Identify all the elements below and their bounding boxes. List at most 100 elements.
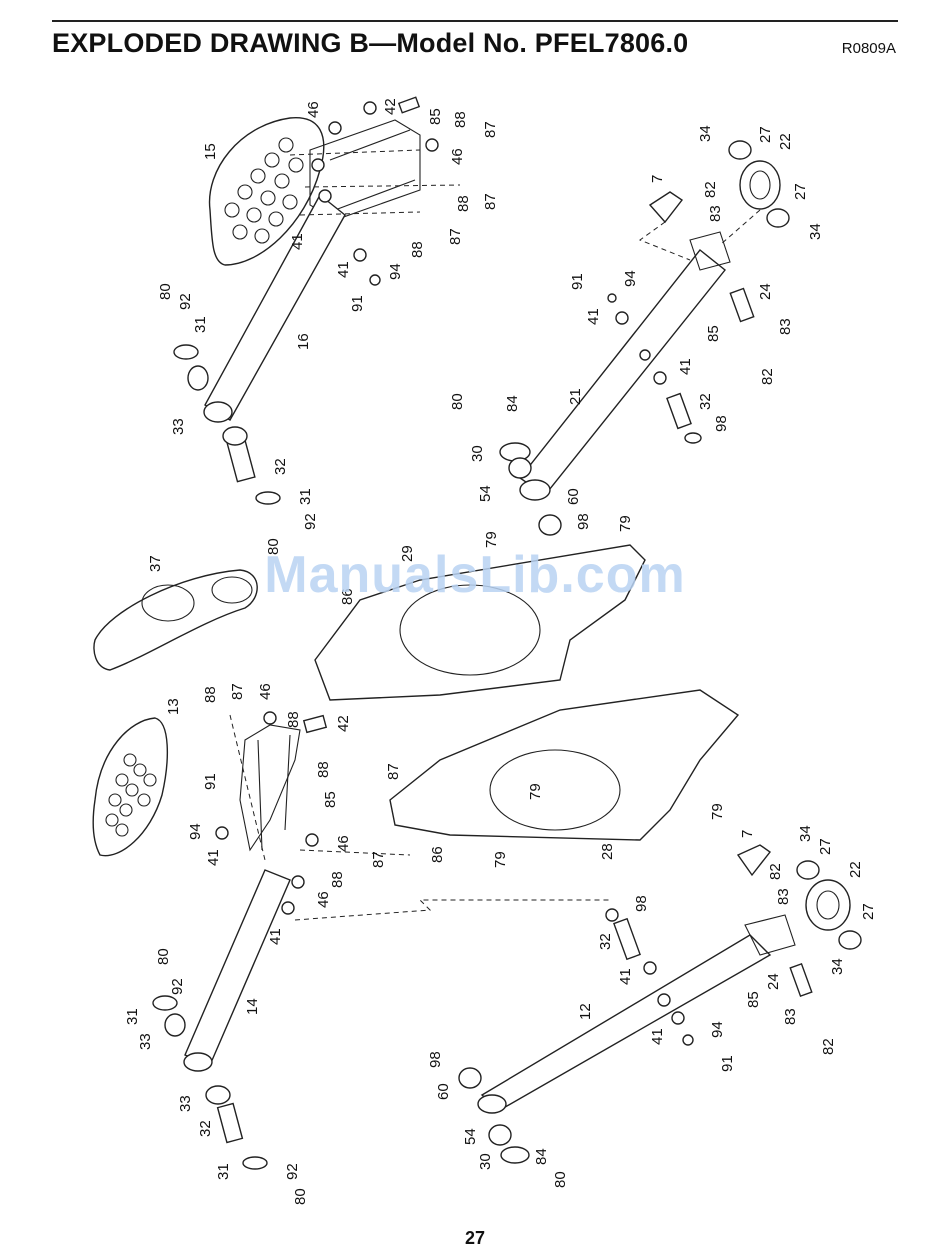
callout-label: 54 [462, 1128, 479, 1145]
callout-label: 91 [349, 295, 366, 312]
callout-label: 98 [575, 513, 592, 530]
callout-label: 87 [370, 851, 387, 868]
upper-left-arm-assembly [173, 96, 461, 505]
callout-label: 83 [782, 1008, 799, 1025]
callout-label: 82 [820, 1038, 837, 1055]
callout-label: 27 [860, 903, 877, 920]
callout-label: 87 [447, 228, 464, 245]
callout-label: 91 [569, 273, 586, 290]
callout-label: 46 [449, 148, 466, 165]
callout-label: 14 [244, 998, 261, 1015]
callout-label: 34 [697, 125, 714, 142]
callout-label: 92 [302, 513, 319, 530]
callout-labels: 15 46 42 85 88 87 46 88 87 41 88 87 41 9… [124, 98, 877, 1205]
callout-label: 32 [272, 458, 289, 475]
callout-label: 82 [702, 181, 719, 198]
callout-label: 86 [339, 588, 356, 605]
callout-label: 79 [617, 515, 634, 532]
callout-label: 30 [477, 1153, 494, 1170]
callout-label: 15 [202, 143, 219, 160]
callout-label: 31 [215, 1163, 232, 1180]
callout-label: 34 [807, 223, 824, 240]
callout-label: 82 [767, 863, 784, 880]
callout-label: 32 [697, 393, 714, 410]
callout-label: 88 [329, 871, 346, 888]
callout-label: 41 [205, 849, 222, 866]
callout-label: 31 [192, 316, 209, 333]
callout-label: 54 [477, 485, 494, 502]
callout-label: 85 [427, 108, 444, 125]
callout-label: 33 [137, 1033, 154, 1050]
callout-label: 87 [385, 763, 402, 780]
callout-label: 28 [599, 843, 616, 860]
callout-label: 86 [429, 846, 446, 863]
callout-label: 41 [617, 968, 634, 985]
callout-label: 22 [847, 861, 864, 878]
pedal-grip-pattern [224, 137, 304, 244]
callout-label: 46 [315, 891, 332, 908]
callout-label: 94 [709, 1021, 726, 1038]
callout-label: 98 [713, 415, 730, 432]
callout-label: 46 [335, 835, 352, 852]
callout-label: 27 [817, 838, 834, 855]
callout-label: 87 [482, 121, 499, 138]
callout-label: 87 [482, 193, 499, 210]
callout-label: 24 [765, 973, 782, 990]
callout-label: 41 [677, 358, 694, 375]
callout-label: 37 [147, 555, 164, 572]
callout-label: 46 [257, 683, 274, 700]
callout-label: 34 [829, 958, 846, 975]
callout-label: 27 [757, 126, 774, 143]
callout-label: 85 [745, 991, 762, 1008]
callout-label: 92 [169, 978, 186, 995]
upper-right-arm-assembly [499, 140, 790, 536]
callout-label: 88 [202, 686, 219, 703]
callout-label: 80 [157, 283, 174, 300]
callout-label: 32 [597, 933, 614, 950]
callout-label: 41 [585, 308, 602, 325]
drawing-code: R0809A [841, 40, 896, 57]
callout-label: 82 [759, 368, 776, 385]
callout-label: 22 [777, 133, 794, 150]
callout-label: 60 [435, 1083, 452, 1100]
callout-label: 31 [124, 1008, 141, 1025]
callout-label: 33 [177, 1095, 194, 1112]
callout-label: 13 [165, 698, 182, 715]
callout-label: 80 [155, 948, 172, 965]
pedal-grip-pattern-lower [105, 753, 157, 837]
callout-label: 31 [297, 488, 314, 505]
callout-label: 83 [775, 888, 792, 905]
page-number: 27 [464, 1228, 486, 1248]
callout-label: 91 [719, 1055, 736, 1072]
callout-label: 41 [335, 261, 352, 278]
callout-label: 32 [197, 1120, 214, 1137]
callout-label: 84 [533, 1148, 550, 1165]
callout-label: 84 [504, 395, 521, 412]
callout-label: 79 [483, 531, 500, 548]
callout-label: 87 [229, 683, 246, 700]
callout-label: 80 [292, 1188, 309, 1205]
callout-label: 27 [792, 183, 809, 200]
callout-label: 80 [449, 393, 466, 410]
callout-label: 79 [709, 803, 726, 820]
callout-label: 16 [295, 333, 312, 350]
callout-label: 88 [285, 711, 302, 728]
callout-label: 30 [469, 445, 486, 462]
callout-label: 88 [315, 761, 332, 778]
callout-label: 92 [284, 1163, 301, 1180]
callout-label: 88 [409, 241, 426, 258]
callout-label: 41 [267, 928, 284, 945]
callout-label: 94 [187, 823, 204, 840]
callout-label: 79 [492, 851, 509, 868]
callout-label: 7 [649, 175, 666, 183]
callout-label: 42 [382, 98, 399, 115]
lower-right-arm-assembly [458, 844, 862, 1164]
callout-label: 85 [322, 791, 339, 808]
callout-label: 41 [649, 1028, 666, 1045]
shroud-assemblies [92, 544, 740, 857]
callout-label: 94 [387, 263, 404, 280]
callout-label: 42 [335, 715, 352, 732]
callout-label: 29 [399, 545, 416, 562]
callout-label: 21 [567, 388, 584, 405]
